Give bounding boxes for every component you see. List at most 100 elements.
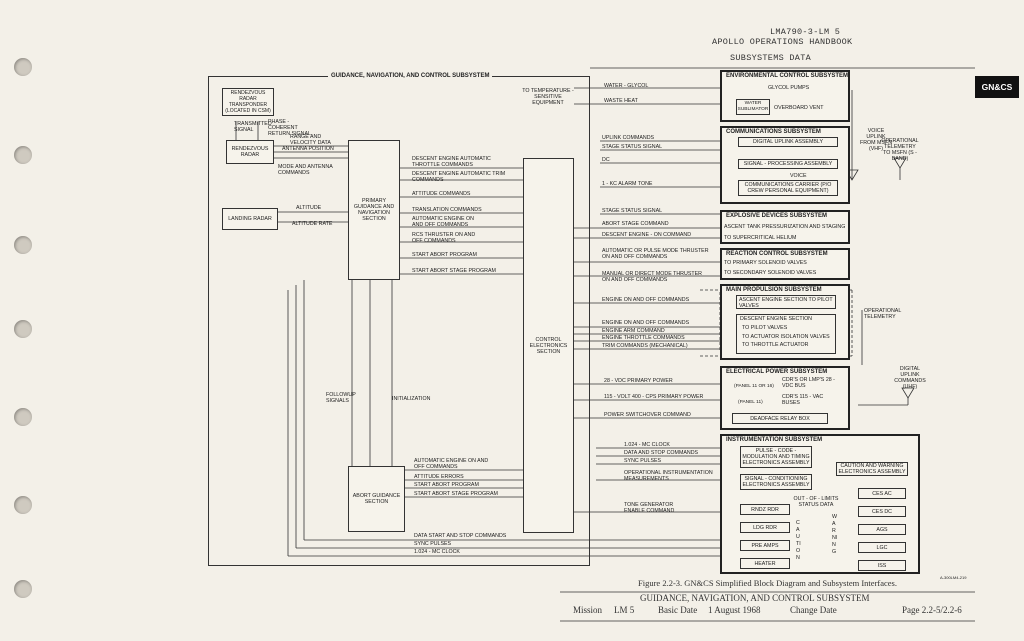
descent-d1: TO PILOT VALVES — [742, 325, 788, 331]
caution-item-box: PRE AMPS — [740, 540, 790, 551]
eds-line1: ASCENT TANK PRESSURIZATION AND STAGING — [724, 224, 846, 230]
binder-hole — [14, 496, 32, 514]
descent-section-label: DESCENT ENGINE SECTION — [740, 316, 813, 322]
binder-hole — [14, 320, 32, 338]
rcs-line2: TO SECONDARY SOLENOID VALVES — [724, 270, 817, 276]
footer-title: GUIDANCE, NAVIGATION, AND CONTROL SUBSYS… — [640, 593, 870, 603]
binder-hole — [14, 408, 32, 426]
rcs-box — [720, 248, 850, 280]
mc-clock2-label: 1.024 - MC CLOCK — [414, 549, 460, 555]
ascent-section-box: ASCENT ENGINE SECTION TO PILOT VALVES — [736, 295, 836, 309]
descent-section-box — [736, 314, 836, 354]
binder-hole — [14, 58, 32, 76]
glycol-pumps-label: GLYCOL PUMPS — [768, 85, 810, 91]
altitude-rate-label: ALTITUDE RATE — [292, 221, 333, 227]
caution-warning-box: CAUTION AND WARNING ELECTRONICS ASSEMBLY — [836, 462, 908, 476]
transmitted-signal-label: TRANSMITTED SIGNAL — [234, 121, 272, 133]
auto-pulse-label: AUTOMATIC OR PULSE MODE THRUSTER ON AND … — [602, 248, 709, 260]
basic-date-value: 1 August 1968 — [708, 605, 761, 615]
rcs-thruster-label: RCS THRUSTER ON AND OFF COMMANDS — [412, 232, 476, 244]
primary-power-label: 28 - VDC PRIMARY POWER — [604, 378, 673, 384]
gnc-title: GUIDANCE, NAVIGATION, AND CONTROL SUBSYS… — [328, 73, 493, 79]
translation-cmds-label: TRANSLATION COMMANDS — [412, 207, 482, 213]
ags-box: ABORT GUIDANCE SECTION — [348, 466, 405, 532]
mps-telemetry-label: OPERATIONAL TELEMETRY — [864, 308, 902, 320]
stage-status-label: STAGE STATUS SIGNAL — [602, 144, 663, 150]
ags-start-abort-label: START ABORT PROGRAM — [414, 482, 479, 488]
tone-gen-label: TONE GENERATOR ENABLE COMMAND — [624, 502, 675, 514]
desc-throttle-label: DESCENT ENGINE AUTOMATIC THROTTLE COMMAN… — [412, 156, 491, 168]
mps-title: MAIN PROPULSION SUBSYSTEM — [726, 287, 822, 293]
overboard-vent-label: OVERBOARD VENT — [774, 105, 824, 111]
descent-d2: TO ACTUATOR ISOLATION VALVES — [742, 334, 830, 340]
figure-caption: Figure 2.2-3. GN&CS Simplified Block Dia… — [638, 578, 897, 588]
ags-auto-engine-label: AUTOMATIC ENGINE ON AND OFF COMMANDS — [414, 458, 489, 470]
ces-box: CONTROL ELECTRONICS SECTION — [523, 158, 574, 533]
engine-arm-label: ENGINE ARM COMMAND — [602, 328, 665, 334]
section-title: SUBSYSTEMS DATA — [730, 53, 812, 63]
digital-uplink-label: DIGITAL UPLINK COMMANDS (UHF) — [894, 366, 926, 390]
pcm-box: PULSE - CODE - MODULATION AND TIMING ELE… — [740, 446, 812, 468]
eps-title: ELECTRICAL POWER SUBSYSTEM — [726, 369, 828, 375]
to-temp-label: TO TEMPERATURE - SENSITIVE EQUIPMENT — [522, 88, 574, 106]
deadface-box: DEADFACE RELAY BOX — [732, 413, 828, 424]
warning-word: WARNING — [832, 514, 838, 555]
descent-d3: TO THROTTLE ACTUATOR — [742, 342, 809, 348]
desc-on-cmd-label: DESCENT ENGINE - ON COMMAND — [602, 232, 692, 238]
voice-label: VOICE — [790, 173, 807, 179]
voice-uplink-label: VOICE UPLINK FROM MSFN (VHF) — [859, 128, 893, 152]
rcs-title: REACTION CONTROL SUBSYSTEM — [726, 251, 828, 257]
attitude-errors-label: ATTITUDE ERRORS — [414, 474, 464, 480]
warning-item-box: CES AC — [858, 488, 906, 499]
power-switchover-label: POWER SWITCHOVER COMMAND — [604, 412, 691, 418]
caution-item-box: HEATER — [740, 558, 790, 569]
cdr-dc-label: CDR'S OR LMP'S 28 - VDC BUS — [782, 377, 835, 389]
trim-cmds-label: TRIM COMMANDS (MECHANICAL) — [602, 343, 688, 349]
data-start-stop-label: DATA AND STOP COMMANDS — [624, 450, 699, 456]
phase-coherent-label: PHASE - COHERENT RETURN SIGNAL — [268, 119, 311, 137]
attitude-cmds-label: ATTITUDE COMMANDS — [412, 191, 471, 197]
alarm-tone-label: 1 - KC ALARM TONE — [602, 181, 653, 187]
auto-engine-label: AUTOMATIC ENGINE ON AND OFF COMMANDS — [412, 216, 474, 228]
desc-trim-label: DESCENT ENGINE AUTOMATIC TRIM COMMANDS — [412, 171, 506, 183]
engine-onoff2-label: ENGINE ON AND OFF COMMANDS — [602, 320, 690, 326]
eds-title: EXPLOSIVE DEVICES SUBSYSTEM — [726, 213, 828, 219]
altitude-label: ALTITUDE — [296, 205, 322, 211]
rendezvous-radar-box: RENDEZVOUS RADAR — [226, 140, 274, 164]
page-number: Page 2.2-5/2.2-6 — [902, 605, 962, 615]
mc-clock-label: 1.024 - MC CLOCK — [624, 442, 670, 448]
signal-processing-box: SIGNAL - PROCESSING ASSEMBLY — [738, 159, 838, 169]
handbook-title: APOLLO OPERATIONS HANDBOOK — [712, 37, 853, 47]
rcs-line1: TO PRIMARY SOLENOID VALVES — [724, 260, 807, 266]
cdr-ac-label: CDR'S 115 - VAC BUSES — [782, 394, 824, 406]
caution-word: CAUTION — [796, 520, 801, 561]
small-code: A-300LM4-219 — [940, 575, 967, 580]
ins-title: INSTRUMENTATION SUBSYSTEM — [726, 437, 823, 443]
antenna-position-label: ANTENNA POSITION — [282, 146, 334, 152]
waste-heat-label: WASTE HEAT — [604, 98, 638, 104]
warning-item-box: AGS — [858, 524, 906, 535]
range-velocity-label: RANGE AND VELOCITY DATA — [290, 134, 331, 146]
comm-carrier-box: COMMUNICATIONS CARRIER (P/O CREW PERSONA… — [738, 180, 838, 196]
landing-radar-box: LANDING RADAR — [222, 208, 278, 230]
binder-hole — [14, 146, 32, 164]
dc-label: DC — [602, 157, 610, 163]
mission-label: Mission — [573, 605, 603, 615]
pgns-box: PRIMARY GUIDANCE AND NAVIGATION SECTION — [348, 140, 400, 280]
change-date-label: Change Date — [790, 605, 837, 615]
sync-pulses-label: SYNC PULSES — [624, 458, 662, 464]
mode-antenna-label: MODE AND ANTENNA COMMANDS — [278, 164, 333, 176]
comm-title: COMMUNICATIONS SUBSYSTEM — [726, 129, 821, 135]
out-of-limits-label: OUT - OF - LIMITS STATUS DATA — [793, 496, 839, 508]
start-abort-stage-label: START ABORT STAGE PROGRAM — [412, 268, 496, 274]
binder-hole — [14, 236, 32, 254]
basic-date-label: Basic Date — [658, 605, 698, 615]
panel-11-16-label: (PANEL 11 OR 16) — [734, 384, 774, 389]
followup-label: FOLLOWUP SIGNALS — [326, 392, 356, 404]
signal-conditioning-box: SIGNAL - CONDITIONING ELECTRONICS ASSEMB… — [740, 474, 812, 490]
engine-throttle-label: ENGINE THROTTLE COMMANDS — [602, 335, 685, 341]
doc-number: LMA790-3-LM 5 — [770, 27, 841, 37]
abort-stage-cmd-label: ABORT STAGE COMMAND — [602, 221, 669, 227]
sublimator-box: WATER SUBLIMATOR — [736, 99, 770, 115]
